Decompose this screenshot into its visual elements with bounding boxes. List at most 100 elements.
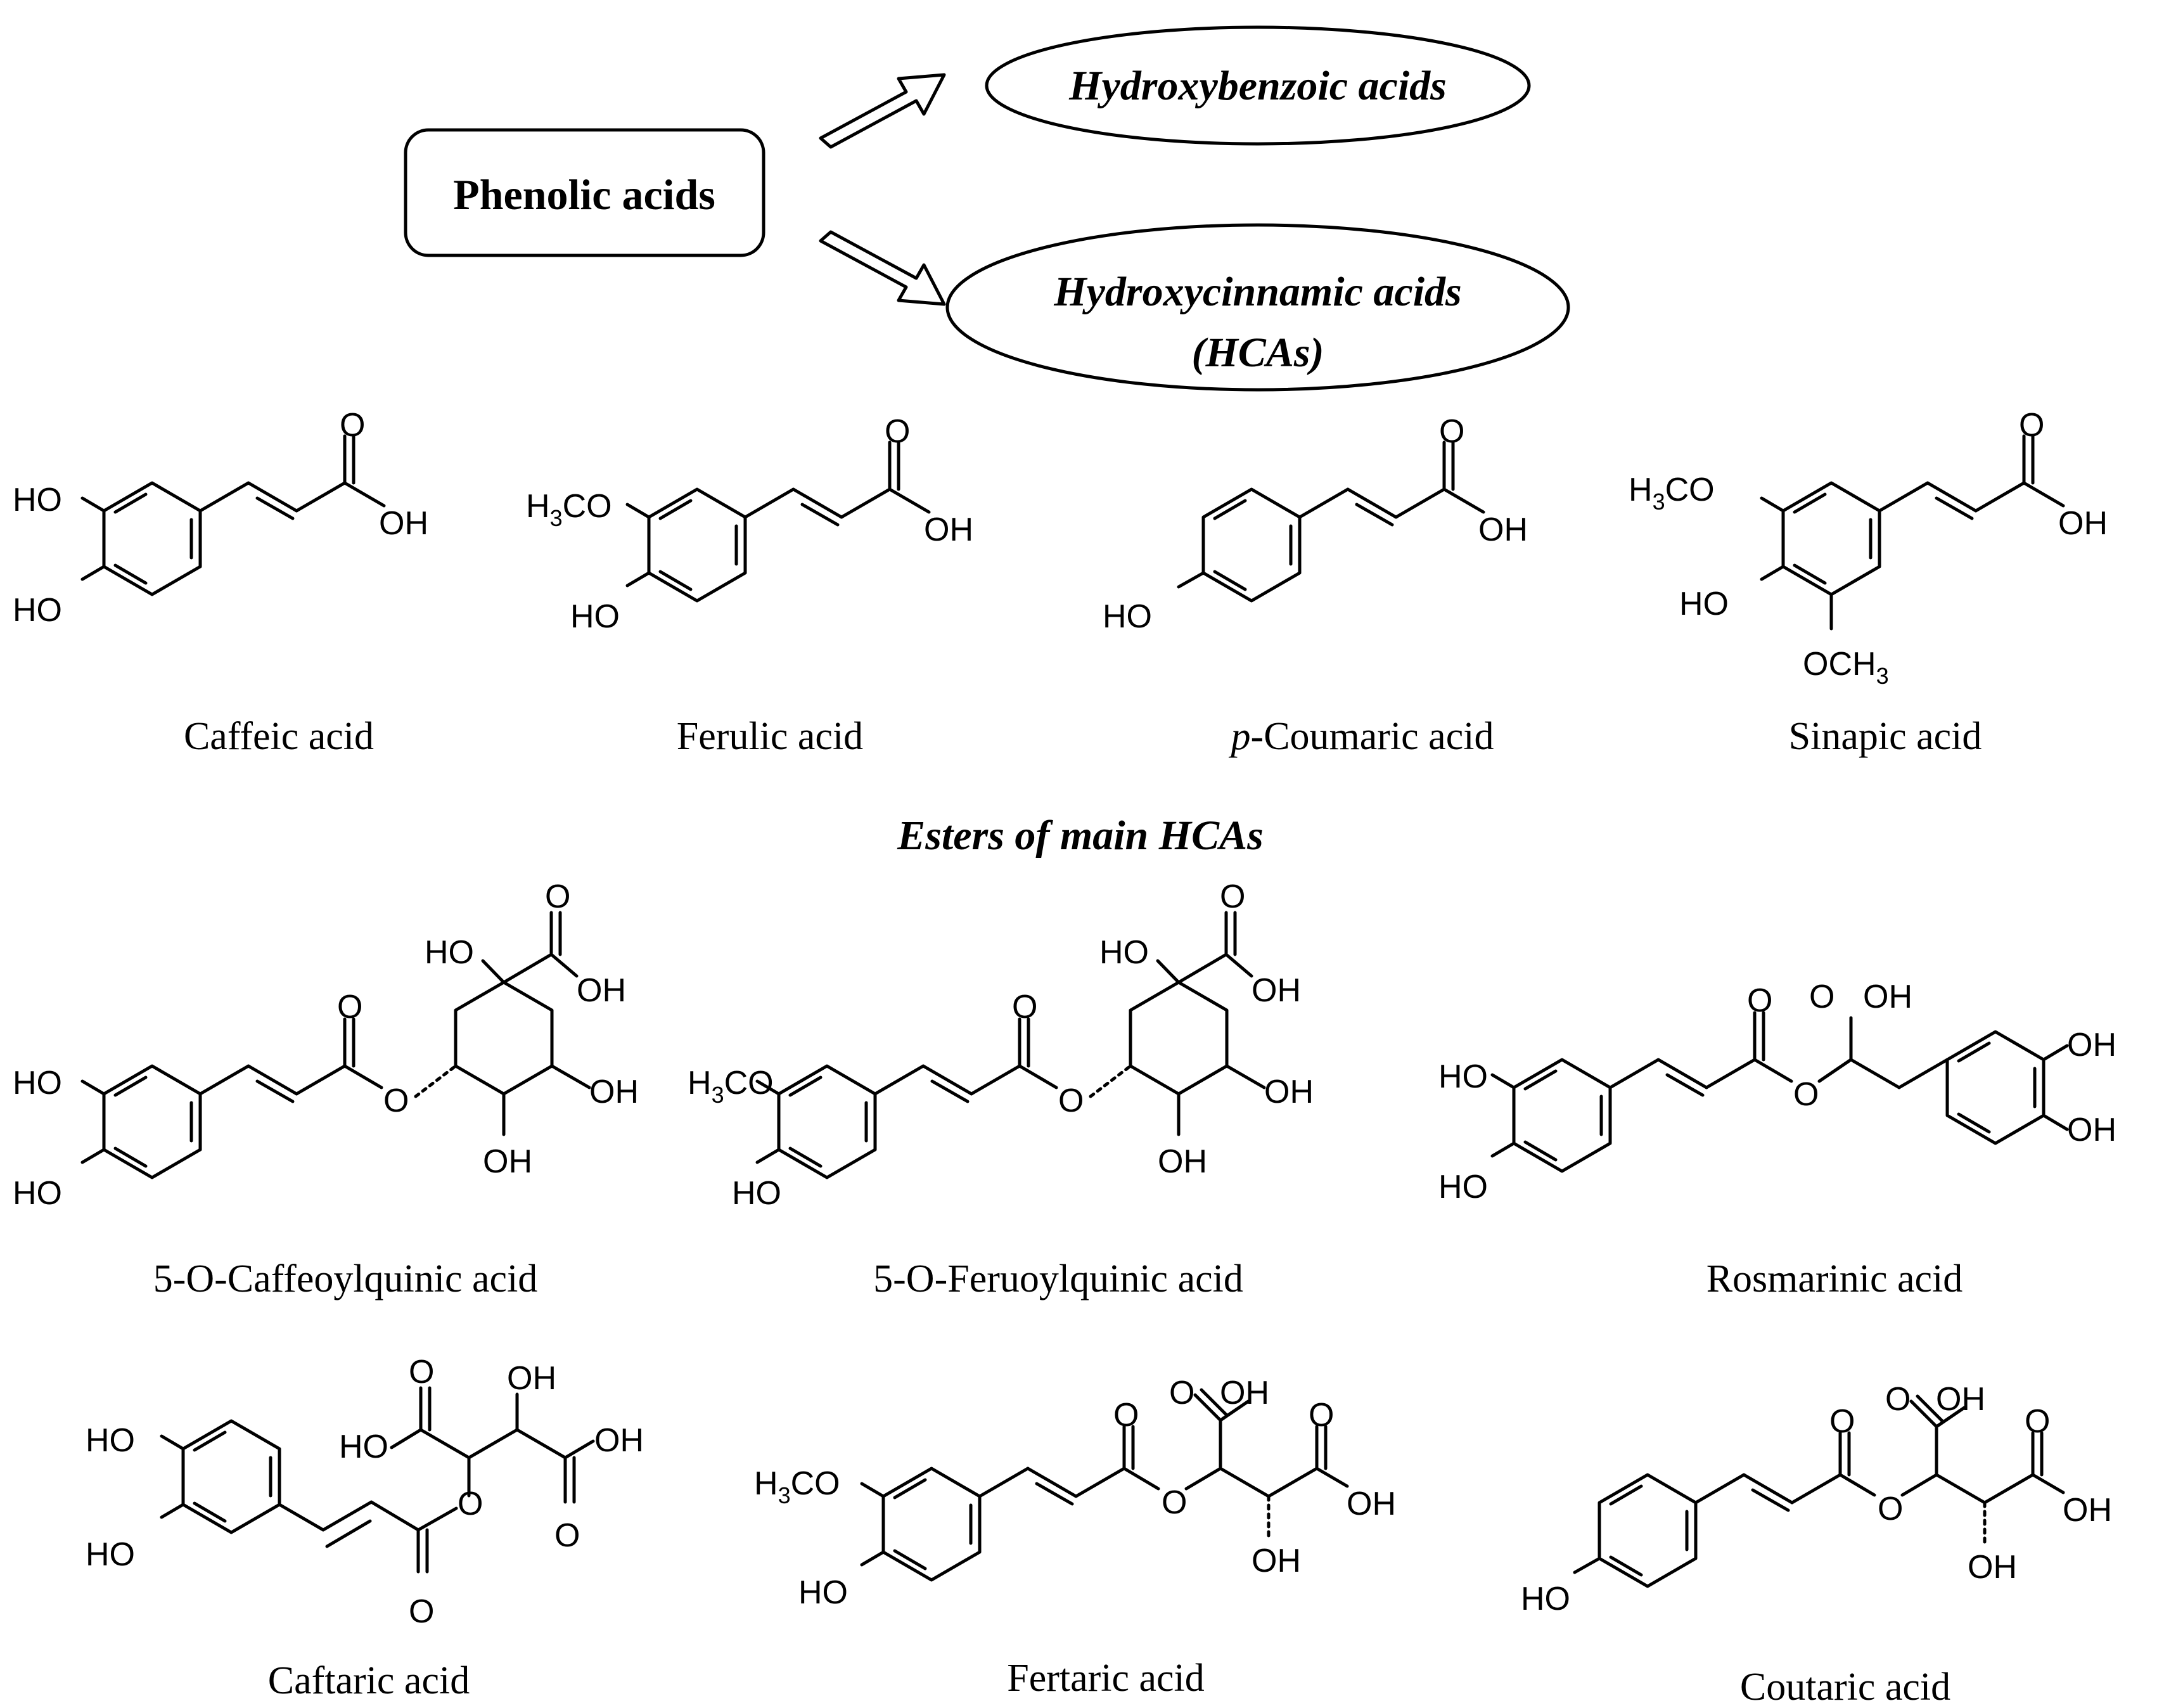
hydroxyl-label: HO <box>1521 1581 1570 1617</box>
hydroxyl-label: HO <box>1099 934 1149 971</box>
hydroxycinnamic-label-line2: (HCAs) <box>1191 330 1324 376</box>
svg-text:OCH3: OCH3 <box>1803 646 1889 689</box>
feruoylquinic-acid-caption: 5-O-Feruoylquinic acid <box>873 1257 1243 1300</box>
hydroxyl-label: HO <box>425 934 474 971</box>
hydroxybenzoic-ellipse: Hydroxybenzoic acids <box>985 25 1531 146</box>
ferulic-acid-caption: Ferulic acid <box>677 715 863 758</box>
coutaric-acid-structure: HO O O O OH O OH OH <box>1521 1381 2112 1617</box>
carbonyl-oxygen-label: O <box>409 1593 434 1630</box>
carbonyl-oxygen-label: O <box>340 407 365 444</box>
arrow-to-hydroxycinnamic <box>819 230 946 306</box>
hydroxyl-label: HO <box>13 1065 62 1101</box>
feruoylquinic-acid-structure: H3CO HO O O HO O OH OH OH <box>688 878 1314 1212</box>
ester-oxygen-label: O <box>1793 1076 1819 1113</box>
phenolic-acids-box: Phenolic acids <box>404 128 765 257</box>
ester-oxygen-label: O <box>458 1486 483 1522</box>
hydroxyl-label: OH <box>483 1143 532 1180</box>
hydroxyl-label: HO <box>1679 586 1729 622</box>
hydroxyl-label: OH <box>1252 972 1301 1009</box>
ester-oxygen-label: O <box>383 1082 409 1119</box>
hydroxyl-label: HO <box>13 592 62 629</box>
hydroxyl-label: OH <box>1220 1375 1269 1411</box>
carbonyl-oxygen-label: O <box>409 1354 434 1390</box>
hydroxyl-label: OH <box>1968 1549 2017 1586</box>
hydroxyl-label: OH <box>507 1360 556 1397</box>
hydroxyl-label: HO <box>1438 1058 1488 1095</box>
caffeic-acid-structure: HO HO O OH <box>13 407 428 629</box>
hydroxyl-label: HO <box>13 1175 62 1212</box>
carbonyl-oxygen-label: O <box>2019 407 2044 444</box>
carbonyl-oxygen-label: O <box>1309 1397 1334 1434</box>
hydroxyl-label: OH <box>379 505 428 542</box>
hydroxyl-label: OH <box>2067 1027 2116 1063</box>
carbonyl-oxygen-label: O <box>1885 1381 1911 1418</box>
p-coumaric-acid-structure: HO O OH <box>1103 413 1528 635</box>
methoxy-subscript: 3 <box>1653 489 1665 515</box>
hydroxyl-label: HO <box>1438 1169 1488 1205</box>
hydroxyl-label: OH <box>1863 979 1912 1015</box>
hydroxyl-label: OH <box>1347 1486 1396 1522</box>
hydroxyl-label: OH <box>2058 505 2108 542</box>
hydroxycinnamic-label-line1: Hydroxycinnamic acids <box>1053 269 1461 315</box>
sinapic-acid-structure: H3CO HO OCH3 O OH <box>1629 407 2108 689</box>
carbonyl-oxygen-label: O <box>1169 1375 1194 1411</box>
carbonyl-oxygen-label: O <box>337 989 362 1025</box>
carbonyl-oxygen-label: O <box>1747 982 1772 1019</box>
hydroxycinnamic-ellipse: Hydroxycinnamic acids (HCAs) <box>945 223 1570 392</box>
carbonyl-oxygen-label: O <box>2025 1403 2050 1440</box>
methoxy-label: H <box>754 1465 778 1502</box>
hydroxyl-label: HO <box>86 1536 135 1573</box>
hydroxyl-label: OH <box>1158 1143 1207 1180</box>
svg-text:H3CO: H3CO <box>1629 472 1715 515</box>
hydroxyl-label: OH <box>1936 1381 1985 1418</box>
methoxy-label-suffix: CO <box>791 1465 840 1502</box>
carbonyl-oxygen-label: O <box>1113 1397 1139 1434</box>
coumaric-acid-caption-text: -Coumaric acid <box>1251 715 1494 758</box>
p-prefix: p <box>1229 715 1251 758</box>
caffeic-acid-caption: Caffeic acid <box>184 715 374 758</box>
fertaric-acid-caption: Fertaric acid <box>1007 1657 1205 1700</box>
hydroxyl-label: OH <box>1264 1074 1314 1110</box>
methoxy-subscript: 3 <box>550 505 563 531</box>
ester-oxygen-label: O <box>1058 1082 1084 1119</box>
coutaric-acid-caption: Coutaric acid <box>1740 1666 1950 1708</box>
arrow-to-hydroxybenzoic <box>819 73 946 149</box>
rosmarinic-acid-caption: Rosmarinic acid <box>1706 1257 1963 1300</box>
hydroxyl-label: OH <box>2067 1112 2116 1148</box>
svg-text:H3CO: H3CO <box>688 1065 774 1108</box>
caftaric-acid-structure: HO HO O O O HO OH OH O <box>86 1354 644 1630</box>
hydroxyl-label: HO <box>732 1175 781 1212</box>
hydroxyl-label: OH <box>589 1074 639 1110</box>
caffeoylquinic-acid-structure: HO HO O O HO O OH OH OH <box>13 878 639 1212</box>
methoxy-label: H <box>526 488 550 525</box>
hydroxyl-label: OH <box>594 1422 644 1459</box>
carbonyl-oxygen-label: O <box>545 878 570 915</box>
carbonyl-oxygen-label: O <box>1439 413 1464 450</box>
ester-oxygen-label: O <box>1878 1491 1903 1527</box>
hydroxyl-label: OH <box>1252 1543 1301 1579</box>
hydroxyl-label: HO <box>339 1429 388 1465</box>
methoxy-subscript: 3 <box>1876 663 1889 689</box>
carbonyl-oxygen-label: O <box>554 1517 580 1554</box>
sinapic-acid-caption: Sinapic acid <box>1789 715 1982 758</box>
ester-oxygen-label: O <box>1162 1484 1187 1521</box>
caffeoylquinic-acid-caption: 5-O-Caffeoylquinic acid <box>153 1257 538 1300</box>
methoxy-label-suffix: CO <box>563 488 612 525</box>
rosmarinic-acid-structure: HO HO O O O OH OH OH <box>1438 979 2116 1205</box>
carbonyl-oxygen-label: O <box>885 413 910 450</box>
caftaric-acid-caption: Caftaric acid <box>268 1659 470 1702</box>
hydroxyl-label: HO <box>798 1574 848 1611</box>
hydroxyl-label: HO <box>570 598 620 635</box>
hydroxyl-label: OH <box>577 972 626 1009</box>
methoxy-label: H <box>1629 472 1653 508</box>
p-coumaric-acid-caption: p-Coumaric acid <box>1229 715 1494 758</box>
methoxy-label: H <box>688 1065 712 1101</box>
fertaric-acid-structure: H3CO HO O O O OH O OH OH <box>754 1375 1396 1611</box>
hydroxyl-label: HO <box>13 482 62 518</box>
methoxy-label: OCH <box>1803 646 1876 683</box>
esters-section-title: Esters of main HCAs <box>897 812 1264 859</box>
hydroxybenzoic-label: Hydroxybenzoic acids <box>1068 63 1447 109</box>
methoxy-label-suffix: CO <box>724 1065 774 1101</box>
